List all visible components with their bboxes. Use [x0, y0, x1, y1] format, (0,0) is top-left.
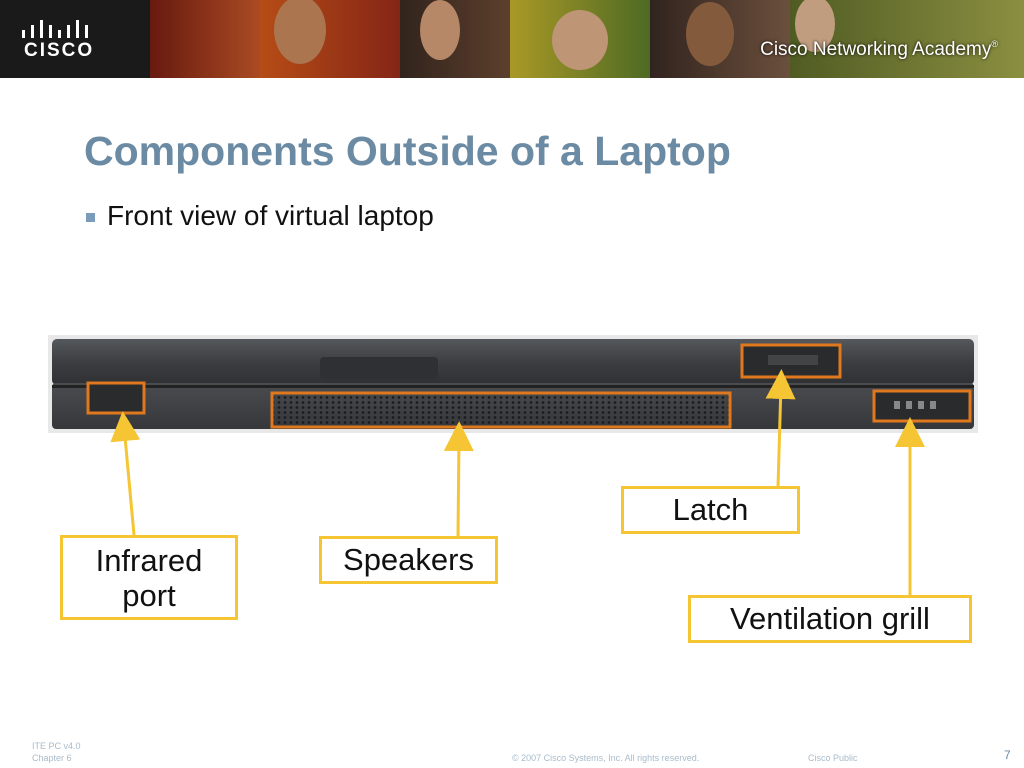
infrared-label-line1: Infrared: [95, 543, 203, 578]
footer-course: ITE PC v4.0: [32, 741, 81, 751]
infrared-port-label: Infrared port: [60, 535, 238, 620]
bullet-text: Front view of virtual laptop: [107, 200, 434, 231]
header-banner: CISCO Cisco Networ: [0, 0, 1024, 78]
latch-label: Latch: [621, 486, 800, 534]
laptop-front-image: [48, 335, 978, 433]
logo-word: CISCO: [24, 40, 95, 61]
footer-copyright: © 2007 Cisco Systems, Inc. All rights re…: [512, 753, 700, 763]
bullet-item: Front view of virtual laptop: [86, 200, 434, 232]
academy-title: Cisco Networking Academy®: [760, 39, 998, 61]
speakers-arrow: [443, 421, 474, 538]
bullet-square-icon: [86, 212, 95, 222]
registered-mark: ®: [991, 39, 998, 49]
ventilation-grill-label: Ventilation grill: [688, 595, 972, 643]
student-photos-image: [150, 0, 1024, 78]
cisco-bars-icon: [22, 20, 88, 38]
cisco-logo: CISCO: [18, 12, 108, 66]
academy-text: Cisco Networking Academy: [760, 39, 992, 60]
header-photo-strip: [150, 0, 1024, 78]
infrared-arrow: [110, 411, 141, 536]
footer-course-info: ITE PC v4.0 Chapter 6: [32, 740, 81, 764]
slide-title: Components Outside of a Laptop: [84, 128, 731, 174]
infrared-label-line2: port: [122, 578, 176, 613]
page-number: 7: [1004, 748, 1011, 762]
footer-chapter: Chapter 6: [32, 753, 72, 763]
speakers-label: Speakers: [319, 536, 498, 584]
footer-classification: Cisco Public: [808, 753, 858, 763]
